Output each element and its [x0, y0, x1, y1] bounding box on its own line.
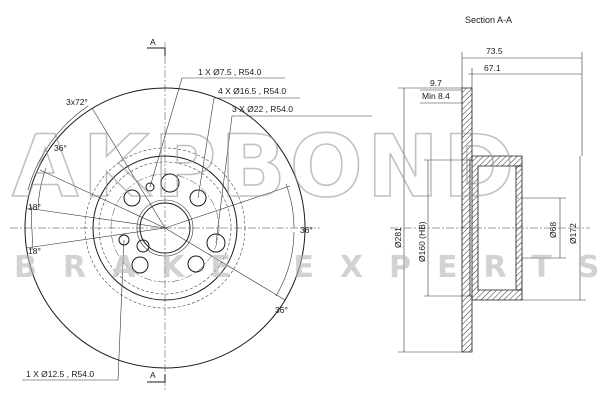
angle-arc-36-right	[285, 183, 295, 229]
callout-hole-22: 3 X Ø22 , R54.0	[232, 104, 293, 114]
angle-ray-2	[25, 207, 166, 229]
angle-arc-72	[27, 105, 89, 191]
watermark-tagline: BRAKE EXPERTS	[14, 250, 600, 285]
hole-7-5	[145, 182, 155, 192]
dim-min-thickness: Min 8.4	[422, 91, 450, 101]
hat-outer-edge	[92, 155, 238, 301]
section-cut-top	[147, 47, 166, 56]
bolt-hole-2	[189, 189, 207, 207]
bolt-hole-1	[123, 189, 141, 207]
dim-overall-height: 73.5	[486, 46, 503, 56]
labels: Section A-A A A 1 X Ø7.5 , R54.0 4 X Ø16…	[26, 15, 578, 380]
angle-label-18-top: 18°	[28, 202, 41, 212]
callout-hole-7-5: 1 X Ø7.5 , R54.0	[198, 67, 262, 77]
bolt-hole-3	[131, 256, 149, 274]
hole-22-1	[160, 173, 180, 193]
front-view	[10, 42, 372, 392]
center-bore-chamfer	[136, 199, 194, 257]
section-cut-bottom	[147, 374, 166, 383]
bolt-hole-4	[187, 255, 205, 273]
angle-ray-6	[91, 107, 166, 229]
dim-center-bore: Ø68	[548, 222, 558, 238]
friction-ring-inner	[84, 147, 246, 309]
section-title: Section A-A	[465, 15, 512, 25]
leader-hole-7-5	[149, 77, 285, 188]
bolt-circle	[110, 173, 220, 283]
angle-label-left-upper: 36°	[54, 143, 67, 153]
angle-ray-5	[164, 227, 286, 301]
angle-ray-3	[25, 227, 166, 249]
section-hat-face	[515, 165, 523, 291]
dim-hub-bore: Ø160 (HB)	[417, 221, 427, 262]
outer-disc-edge	[24, 87, 306, 369]
leader-hole-12-5	[22, 239, 125, 381]
dim-hat-height: 67.1	[484, 63, 501, 73]
hole-22-2	[206, 233, 226, 253]
callout-hole-12-5: 1 X Ø12.5 , R54.0	[26, 369, 94, 379]
brand-watermark: AKPBOND BRAKE EXPERTS	[11, 116, 600, 285]
angle-label-right-mid: 36°	[300, 225, 313, 235]
callout-bolt-holes: 4 X Ø16.5 , R54.0	[218, 86, 286, 96]
dim-disc-thickness: 9.7	[430, 78, 442, 88]
leader-bolt-holes	[197, 97, 300, 199]
section-marker-top: A	[150, 37, 156, 47]
dim-outer-diameter: Ø281	[393, 227, 403, 248]
hat-inner-edge	[98, 161, 232, 295]
hole-22-3	[136, 239, 150, 253]
leader-hole-22	[215, 115, 372, 244]
angle-label-pattern: 3x72°	[66, 97, 88, 107]
dim-hat-diameter: Ø172	[568, 223, 578, 244]
angle-arc-36-left	[37, 167, 47, 211]
section-view	[390, 52, 590, 353]
angle-label-right-bottom: 36°	[275, 305, 288, 315]
center-bore	[139, 202, 191, 254]
angle-ray-1	[39, 169, 166, 229]
angle-label-18-bottom: 18°	[28, 246, 41, 256]
angle-arc-18a	[31, 205, 33, 231]
section-hat-body	[471, 155, 523, 301]
watermark-brand: AKPBOND	[12, 117, 518, 217]
angle-arc-36-bottom	[275, 231, 295, 297]
angle-ray-4	[164, 185, 291, 229]
section-marker-bottom: A	[150, 370, 156, 380]
